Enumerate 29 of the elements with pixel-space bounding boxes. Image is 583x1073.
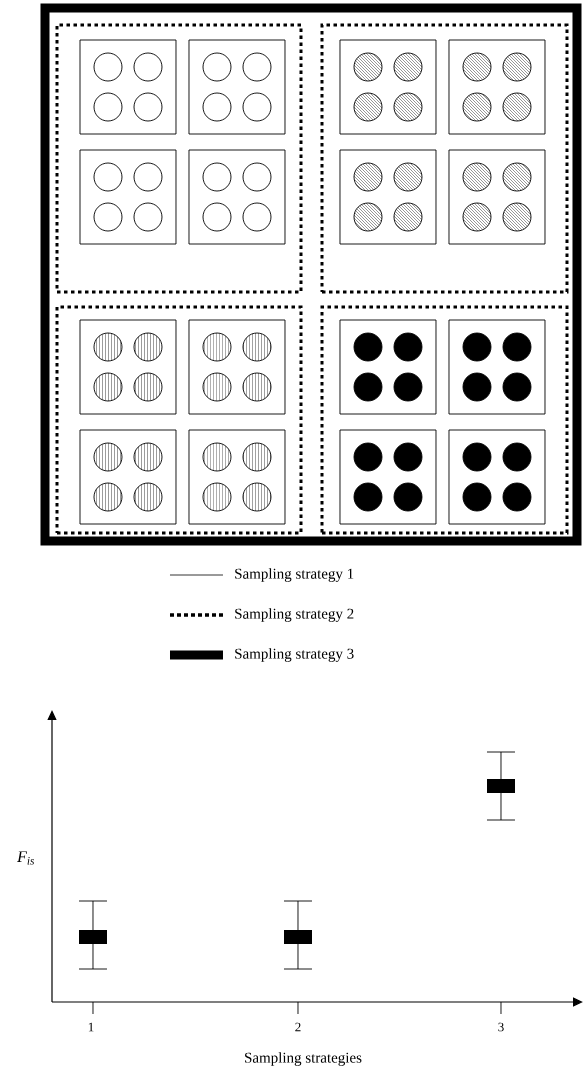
sample-box <box>79 149 177 245</box>
sample-box <box>448 39 546 135</box>
sample-box <box>339 149 437 245</box>
dotted-quadrant <box>55 23 303 294</box>
frame <box>40 3 582 546</box>
sample-box <box>188 39 286 135</box>
dotted-quadrant <box>55 305 303 535</box>
sample-box <box>188 319 286 415</box>
sample-box <box>188 149 286 245</box>
legend-text: Sampling strategy 2 <box>235 608 354 622</box>
sample-box <box>448 319 546 415</box>
axis-label: F$_{is}$ <box>17 851 35 865</box>
legend-text: Sampling strategy 3 <box>235 648 354 662</box>
sample-box <box>79 319 177 415</box>
sample-box <box>339 319 437 415</box>
dotted-quadrant <box>320 305 569 535</box>
sample-box <box>79 39 177 135</box>
sample-box <box>188 429 286 525</box>
axis-label: Sampling strategies <box>245 1052 362 1066</box>
legend-text: Sampling strategy 1 <box>235 568 354 582</box>
sample-box <box>448 429 546 525</box>
dotted-quadrant <box>320 23 569 294</box>
tick-label: 3 <box>498 1022 504 1032</box>
sample-box <box>339 39 437 135</box>
sample-box <box>339 429 437 525</box>
tick-label: 1 <box>88 1022 94 1032</box>
sample-box <box>448 149 546 245</box>
tick-label: 2 <box>295 1022 301 1032</box>
sample-box <box>79 429 177 525</box>
